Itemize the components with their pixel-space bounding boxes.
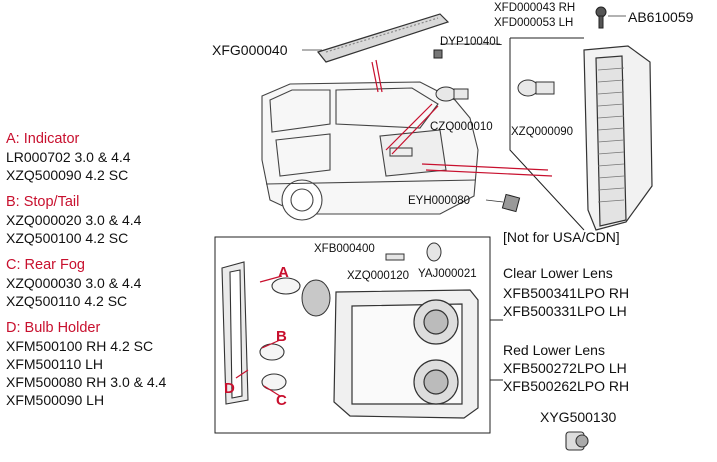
legend-indicator: A: Indicator LR000702 3.0 & 4.4 XZQ50009…	[6, 130, 206, 184]
red-pointer-lines	[371, 59, 553, 177]
vehicle-illustration	[261, 81, 479, 221]
part-label-eyh: EYH000080	[408, 195, 471, 207]
part-label-xfb400: XFB000400	[314, 243, 375, 255]
red-lens-lh: XFB500272LPO LH	[503, 360, 627, 376]
legend-line: XZQ500100 4.2 SC	[6, 230, 129, 246]
part-label-xzq90: XZQ000090	[511, 126, 574, 138]
legend-heading: D: Bulb Holder	[6, 320, 101, 336]
legend-line: XFM500100 RH 4.2 SC	[6, 338, 154, 354]
part-label-xyg: XYG500130	[540, 409, 617, 425]
bulb-czq	[435, 86, 469, 102]
legend-heading: C: Rear Fog	[6, 257, 85, 273]
clear-lens-lh: XFB500331LPO LH	[503, 303, 627, 319]
legend-line: XZQ000020 3.0 & 4.4	[6, 212, 142, 228]
part-label-xfd-rh: XFD000043 RH	[494, 2, 576, 14]
marker-b: B	[276, 328, 287, 345]
leader-lines	[302, 15, 626, 203]
red-lens-title: Red Lower Lens	[503, 342, 605, 358]
legend-heading: A: Indicator	[6, 131, 80, 147]
legend-line: XZQ500110 4.2 SC	[6, 293, 128, 309]
part-label-dyp: DYP10040L	[440, 36, 503, 48]
legend-line: LR000702 3.0 & 4.4	[6, 149, 131, 165]
callout-brackets	[214, 37, 585, 434]
upper-rear-lamp	[583, 45, 653, 231]
part-label-xfd-lh: XFD000053 LH	[494, 17, 574, 29]
connector-xyg	[565, 431, 589, 451]
part-label-czq: CZQ000010	[430, 121, 493, 133]
legend-rear-fog: C: Rear Fog XZQ000030 3.0 & 4.4 XZQ50011…	[6, 256, 206, 310]
clear-lens-title: Clear Lower Lens	[503, 265, 613, 281]
bulbs-xzq120-yaj	[385, 242, 442, 262]
clip-dyp	[433, 49, 443, 59]
legend-heading: B: Stop/Tail	[6, 194, 80, 210]
lower-rear-lamp	[333, 289, 479, 419]
high-mount-stop-lamp	[316, 13, 450, 63]
legend-line: XFM500110 LH	[6, 356, 104, 372]
legend-line: XZQ500090 4.2 SC	[6, 167, 129, 183]
screw-ab	[595, 6, 607, 29]
part-label-xzq120: XZQ000120	[347, 270, 410, 282]
part-label-ab: AB610059	[628, 9, 694, 25]
legend-line: XFM500090 LH	[6, 392, 105, 408]
legend-stop-tail: B: Stop/Tail XZQ000020 3.0 & 4.4 XZQ5001…	[6, 193, 206, 247]
legend-line: XFM500080 RH 3.0 & 4.4	[6, 374, 167, 390]
part-label-xfg: XFG000040	[212, 42, 288, 58]
marker-d: D	[224, 380, 235, 397]
socket-eyh	[501, 193, 521, 213]
legend-bulb-holder: D: Bulb Holder XFM500100 RH 4.2 SC XFM50…	[6, 319, 206, 409]
legend-line: XZQ000030 3.0 & 4.4	[6, 275, 142, 291]
bulb-legend: A: Indicator LR000702 3.0 & 4.4 XZQ50009…	[6, 130, 206, 418]
marker-a: A	[278, 264, 289, 281]
marker-c: C	[276, 392, 287, 409]
note-not-usa: [Not for USA/CDN]	[503, 229, 620, 245]
bulb-holder-d	[221, 261, 301, 405]
clear-lens-rh: XFB500341LPO RH	[503, 285, 630, 301]
red-lens-rh: XFB500262LPO RH	[503, 378, 630, 394]
bulb-xzq90	[517, 79, 555, 97]
part-label-yaj: YAJ000021	[418, 268, 477, 280]
grille-xfb400	[301, 279, 331, 317]
